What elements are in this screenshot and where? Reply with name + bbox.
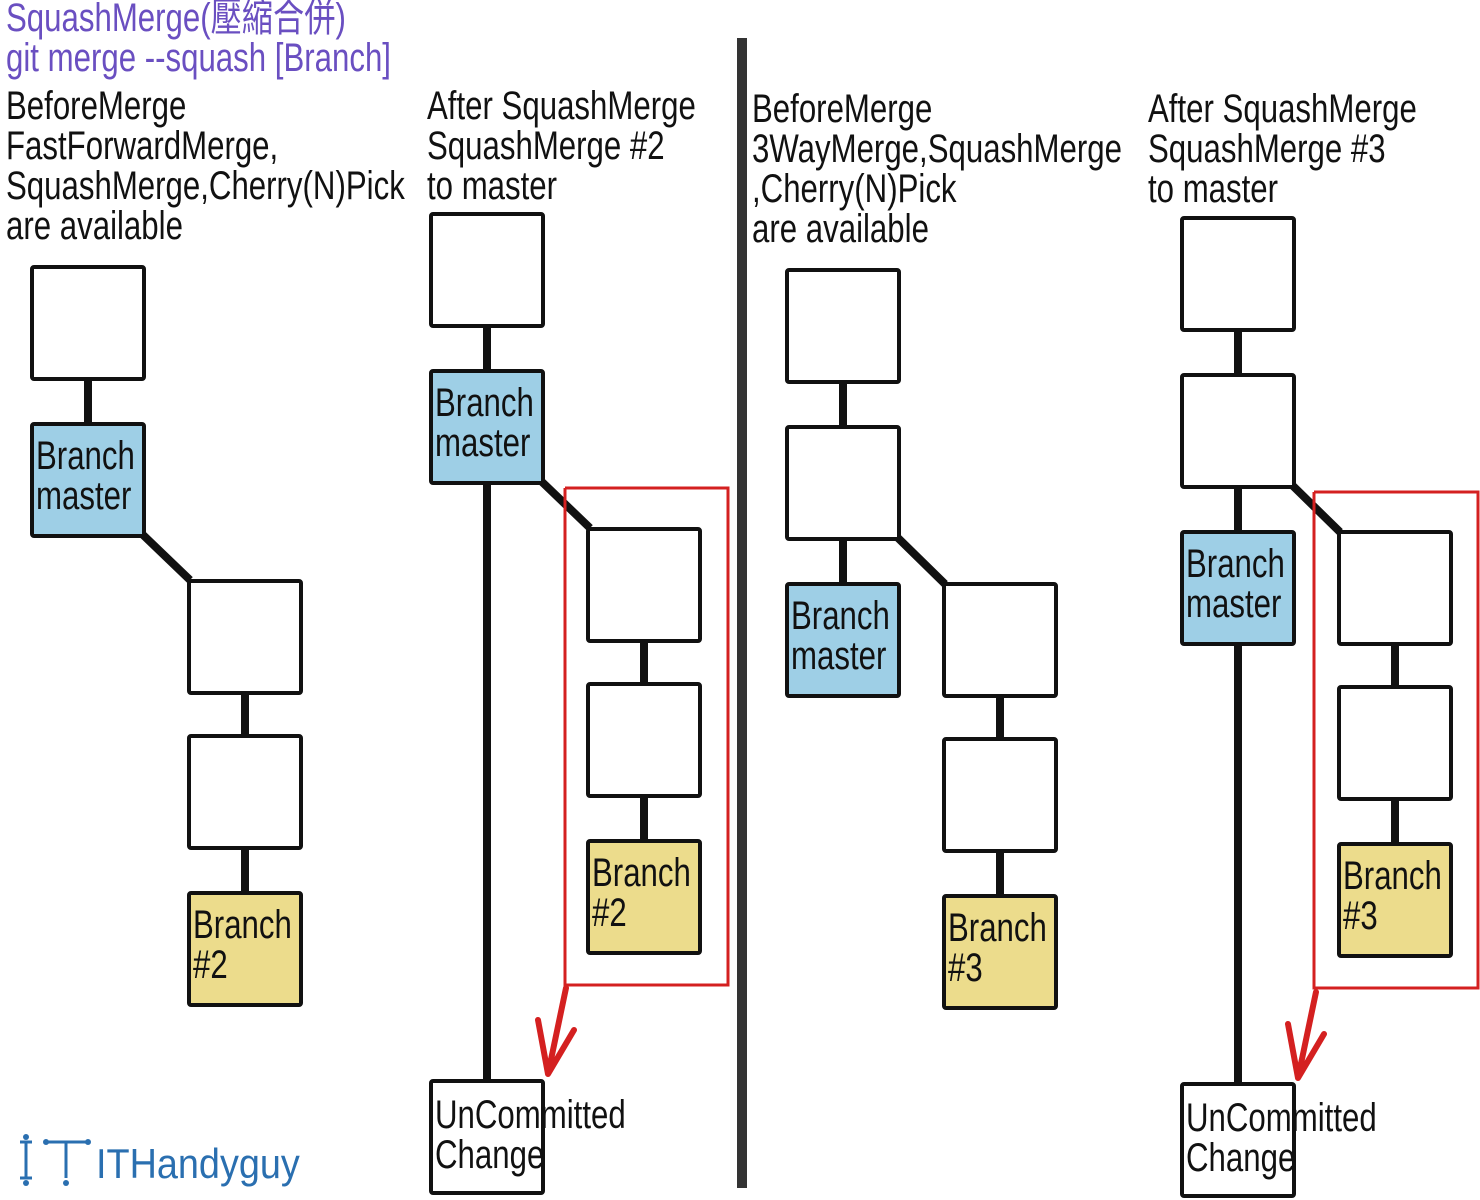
squash-arrow-3: [1285, 989, 1327, 1081]
panel-4-caption: After SquashMerge SquashMerge #3 to mast…: [1148, 87, 1417, 211]
commit-node: [942, 737, 1058, 853]
title-line-1: SquashMerge(壓縮合併): [6, 0, 346, 40]
panel-divider: [737, 38, 747, 1188]
branch-master-node: Branch master: [1180, 530, 1296, 646]
logo-circuit-icon: [20, 1134, 91, 1186]
commit-node: [1180, 373, 1296, 489]
branch-master-node: Branch master: [30, 422, 146, 538]
commit-node: [586, 527, 702, 643]
commit-node: [429, 212, 545, 328]
squash-arrow-2: [535, 985, 577, 1077]
commit-node: [1337, 530, 1453, 646]
commit-node: [187, 579, 303, 695]
commit-node: [586, 682, 702, 798]
commit-node: [1180, 216, 1296, 332]
edge: [893, 533, 948, 587]
title-line-2: git merge --squash [Branch]: [6, 36, 391, 80]
branch-3-node: Branch #3: [1337, 842, 1453, 958]
branch-3-node: Branch #3: [942, 894, 1058, 1010]
edge: [137, 529, 193, 583]
commit-node: [187, 734, 303, 850]
commit-node: [942, 582, 1058, 698]
panel-1-caption: BeforeMerge FastForwardMerge, SquashMerg…: [6, 84, 405, 248]
branch-2-node: Branch #2: [586, 839, 702, 955]
commit-node: [1337, 685, 1453, 801]
commit-node: [30, 265, 146, 381]
commit-node: [785, 425, 901, 541]
panel-2-caption: After SquashMerge SquashMerge #2 to mast…: [427, 84, 696, 208]
squash-highlight-box-3: [1312, 490, 1480, 990]
panel-3-caption: BeforeMerge 3WayMerge,SquashMerge ,Cherr…: [752, 87, 1122, 251]
logo-text: ITHandyguy: [96, 1140, 300, 1187]
branch-master-node: Branch master: [429, 369, 545, 485]
commit-node: [785, 268, 901, 384]
uncommitted-change-node: UnCommitted Change: [429, 1079, 626, 1195]
squash-highlight-box-2: [563, 486, 730, 987]
uncommitted-change-node: UnCommitted Change: [1180, 1082, 1377, 1198]
branch-master-node: Branch master: [785, 582, 901, 698]
branch-2-node: Branch #2: [187, 891, 303, 1007]
